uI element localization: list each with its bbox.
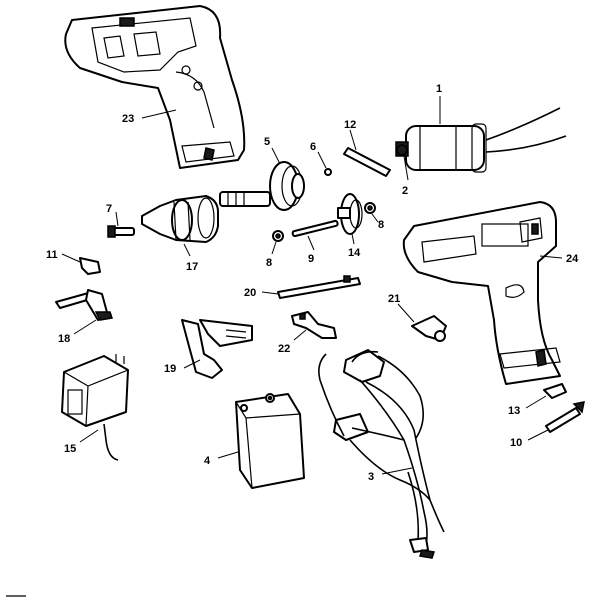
leader-22 xyxy=(293,329,307,341)
part-15-charger xyxy=(61,354,129,461)
part-13-contact xyxy=(543,383,567,399)
leader-12 xyxy=(349,129,357,151)
callout-6: 6 xyxy=(310,141,316,153)
leader-7 xyxy=(115,211,119,227)
part-6-ball xyxy=(324,168,332,176)
callout-13: 13 xyxy=(508,405,520,417)
part-12-strip xyxy=(343,147,391,177)
leader-20 xyxy=(261,291,279,295)
callout-9: 9 xyxy=(308,253,314,265)
part-22-bracket xyxy=(291,311,337,339)
part-4-battery xyxy=(235,393,305,489)
leader-13 xyxy=(525,395,547,409)
leader-23 xyxy=(141,109,177,119)
leader-11 xyxy=(61,253,81,263)
callout-19: 19 xyxy=(164,363,176,375)
leader-18 xyxy=(73,319,97,335)
leader-21 xyxy=(397,303,415,323)
part-11-clip xyxy=(79,257,101,275)
callout-17: 17 xyxy=(186,261,198,273)
leader-3 xyxy=(381,467,413,475)
leader-6 xyxy=(317,151,327,169)
callout-5: 5 xyxy=(264,136,270,148)
callout-3: 3 xyxy=(368,471,374,483)
callout-12: 12 xyxy=(344,119,356,131)
callout-11: 11 xyxy=(46,249,58,261)
part-3-wiring-harness xyxy=(318,349,445,559)
leader-9 xyxy=(307,235,315,251)
leader-19 xyxy=(183,359,201,369)
part-19-trigger xyxy=(181,319,253,379)
leader-24 xyxy=(539,255,563,259)
callout-10: 10 xyxy=(510,437,522,449)
callout-21: 21 xyxy=(388,293,400,305)
callout-8-left: 8 xyxy=(266,257,272,269)
callout-18: 18 xyxy=(58,333,70,345)
part-24-right-housing xyxy=(402,201,561,385)
part-8-bushing-right-hole xyxy=(367,205,373,211)
leader-5 xyxy=(271,147,281,165)
part-5-gear-shaft xyxy=(219,161,305,211)
callout-2: 2 xyxy=(402,185,408,197)
callout-20: 20 xyxy=(244,287,256,299)
part-20-plate xyxy=(277,275,361,299)
part-17-chuck xyxy=(141,195,219,243)
part-23-left-housing xyxy=(64,5,246,169)
leader-15 xyxy=(79,429,99,443)
callout-14: 14 xyxy=(348,247,361,259)
part-10-pin xyxy=(545,401,585,433)
part-9-shaft xyxy=(291,219,339,238)
callout-8-right: 8 xyxy=(378,219,384,231)
leader-2 xyxy=(403,155,409,181)
part-18-chuck-key xyxy=(55,289,113,321)
part-21-lever xyxy=(411,315,447,342)
part-2-pinion xyxy=(396,144,408,156)
leader-4 xyxy=(217,451,239,459)
leader-17 xyxy=(183,243,191,257)
leader-8-left xyxy=(271,241,277,255)
leader-10 xyxy=(527,429,549,441)
callout-15: 15 xyxy=(64,443,76,455)
callout-24: 24 xyxy=(566,253,579,265)
leader-14 xyxy=(351,233,355,245)
part-14-gear xyxy=(337,193,363,235)
leader-8-right xyxy=(371,213,379,223)
part-8-bushing-left-hole xyxy=(275,233,281,239)
callout-7: 7 xyxy=(106,203,112,215)
callout-1: 1 xyxy=(436,83,442,95)
part-1-motor xyxy=(395,107,567,173)
callout-4: 4 xyxy=(204,455,211,467)
part-7-screw xyxy=(107,225,135,238)
callout-23: 23 xyxy=(122,113,134,125)
callout-22: 22 xyxy=(278,343,290,355)
